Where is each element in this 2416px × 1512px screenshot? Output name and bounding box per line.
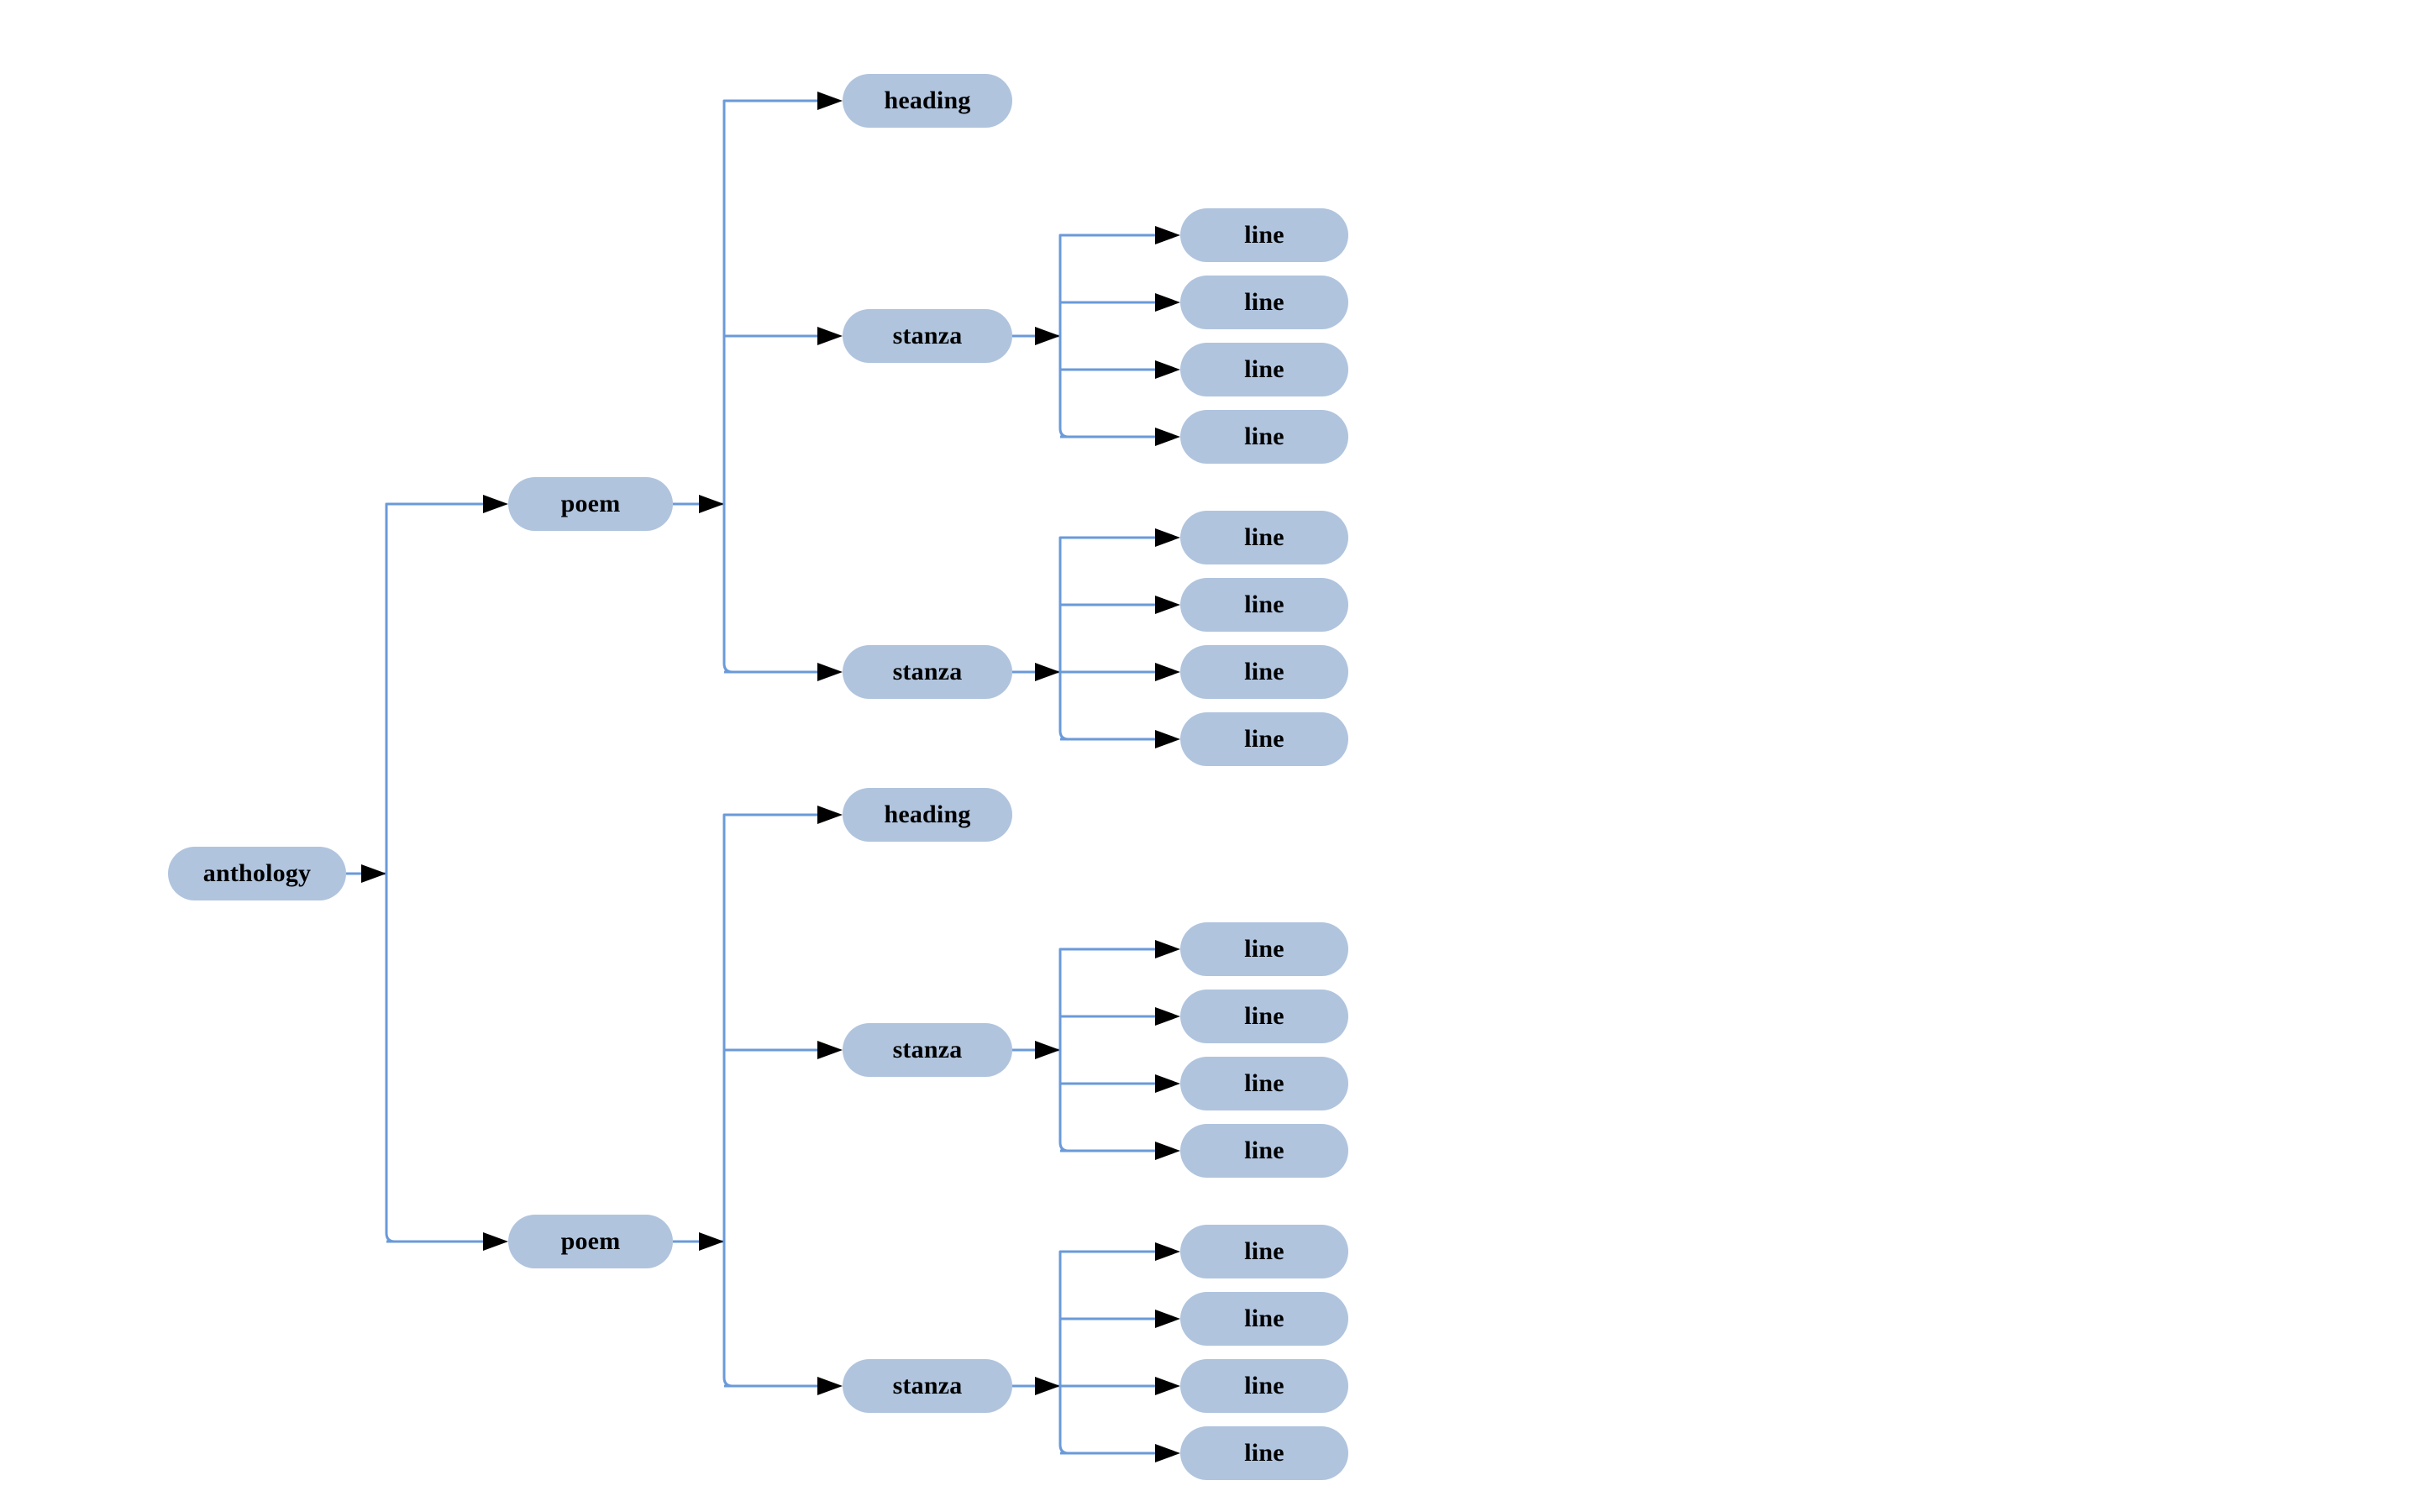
trunk-trunk-p2-stanza2 bbox=[1058, 1250, 1069, 1455]
node-p2-s1-l3[interactable]: line bbox=[1180, 1057, 1348, 1110]
node-label: poem bbox=[560, 490, 621, 517]
arrowhead-poem2-to-p2-stanza2 bbox=[817, 1377, 843, 1395]
node-p1-s1-l4[interactable]: line bbox=[1180, 410, 1348, 464]
node-label: poem bbox=[560, 1227, 621, 1255]
node-p2-s2-l1[interactable]: line bbox=[1180, 1225, 1348, 1278]
trunk-trunk-poem2 bbox=[722, 813, 733, 1388]
node-p1-s1-l1[interactable]: line bbox=[1180, 208, 1348, 262]
node-p2-s2-l2[interactable]: line bbox=[1180, 1292, 1348, 1346]
node-p2-s2-l4[interactable]: line bbox=[1180, 1426, 1348, 1480]
trunk-trunk-p1-stanza2 bbox=[1058, 536, 1069, 741]
arrowhead-p2-stanza2-to-p2-s2-l4 bbox=[1155, 1444, 1180, 1462]
node-label: stanza bbox=[892, 322, 963, 349]
node-label: line bbox=[1244, 591, 1284, 618]
node-poem1[interactable]: poem bbox=[508, 477, 673, 531]
node-label: line bbox=[1244, 1305, 1284, 1332]
node-p2-heading[interactable]: heading bbox=[843, 788, 1012, 842]
node-label: line bbox=[1244, 935, 1284, 963]
arrowhead-trunk-anthology bbox=[361, 864, 386, 883]
arrowhead-poem1-to-p1-heading bbox=[817, 92, 843, 110]
node-label: heading bbox=[884, 801, 971, 828]
node-p2-stanza2[interactable]: stanza bbox=[843, 1359, 1012, 1413]
arrowhead-trunk-p2-stanza2 bbox=[1035, 1377, 1060, 1395]
node-label: heading bbox=[884, 87, 971, 114]
node-label: stanza bbox=[892, 658, 963, 685]
arrowhead-p1-stanza2-to-p1-s2-l4 bbox=[1155, 730, 1180, 748]
node-label: stanza bbox=[892, 1036, 963, 1063]
arrowhead-trunk-p1-stanza2 bbox=[1035, 663, 1060, 681]
arrowhead-poem1-to-p1-stanza1 bbox=[817, 327, 843, 345]
arrowhead-p1-stanza1-to-p1-s1-l2 bbox=[1155, 293, 1180, 312]
node-p1-s1-l2[interactable]: line bbox=[1180, 276, 1348, 329]
node-poem2[interactable]: poem bbox=[508, 1215, 673, 1268]
node-p2-stanza1[interactable]: stanza bbox=[843, 1023, 1012, 1077]
trunk-trunk-anthology bbox=[385, 502, 396, 1243]
node-p1-s2-l1[interactable]: line bbox=[1180, 511, 1348, 564]
node-p1-s2-l3[interactable]: line bbox=[1180, 645, 1348, 699]
arrowhead-trunk-poem2 bbox=[699, 1232, 724, 1251]
node-label: line bbox=[1244, 1002, 1284, 1030]
node-label: stanza bbox=[892, 1372, 963, 1399]
node-label: line bbox=[1244, 1237, 1284, 1265]
trunk-trunk-poem1 bbox=[722, 99, 733, 674]
arrowhead-p1-stanza2-to-p1-s2-l1 bbox=[1155, 528, 1180, 547]
arrowhead-p2-stanza1-to-p2-s1-l3 bbox=[1155, 1074, 1180, 1093]
node-label: line bbox=[1244, 355, 1284, 383]
node-anthology[interactable]: anthology bbox=[168, 847, 346, 900]
arrowhead-trunk-p1-stanza1 bbox=[1035, 327, 1060, 345]
arrowhead-poem1-to-p1-stanza2 bbox=[817, 663, 843, 681]
arrowhead-anthology-to-poem2 bbox=[483, 1232, 508, 1251]
arrowhead-p1-stanza2-to-p1-s2-l2 bbox=[1155, 596, 1180, 614]
node-p2-s2-l3[interactable]: line bbox=[1180, 1359, 1348, 1413]
arrowhead-p1-stanza2-to-p1-s2-l3 bbox=[1155, 663, 1180, 681]
node-p1-stanza1[interactable]: stanza bbox=[843, 309, 1012, 363]
arrowhead-p1-stanza1-to-p1-s1-l1 bbox=[1155, 226, 1180, 244]
node-label: line bbox=[1244, 1439, 1284, 1467]
arrowhead-p2-stanza1-to-p2-s1-l2 bbox=[1155, 1007, 1180, 1026]
node-p1-s1-l3[interactable]: line bbox=[1180, 343, 1348, 396]
arrowhead-poem2-to-p2-stanza1 bbox=[817, 1041, 843, 1059]
node-label: line bbox=[1244, 523, 1284, 551]
arrowhead-p2-stanza2-to-p2-s2-l2 bbox=[1155, 1310, 1180, 1328]
node-label: line bbox=[1244, 725, 1284, 753]
node-p2-s1-l1[interactable]: line bbox=[1180, 922, 1348, 976]
node-label: line bbox=[1244, 288, 1284, 316]
arrowhead-p2-stanza1-to-p2-s1-l4 bbox=[1155, 1142, 1180, 1160]
arrowhead-p1-stanza1-to-p1-s1-l4 bbox=[1155, 428, 1180, 446]
arrowhead-p2-stanza1-to-p2-s1-l1 bbox=[1155, 940, 1180, 958]
node-label: line bbox=[1244, 423, 1284, 450]
node-p1-stanza2[interactable]: stanza bbox=[843, 645, 1012, 699]
arrowhead-trunk-poem1 bbox=[699, 495, 724, 513]
arrowhead-p2-stanza2-to-p2-s2-l1 bbox=[1155, 1242, 1180, 1261]
node-p1-heading[interactable]: heading bbox=[843, 74, 1012, 128]
trunk-trunk-p1-stanza1 bbox=[1058, 234, 1069, 438]
trunk-trunk-p2-stanza1 bbox=[1058, 948, 1069, 1152]
arrowhead-poem2-to-p2-heading bbox=[817, 806, 843, 824]
node-p2-s1-l2[interactable]: line bbox=[1180, 990, 1348, 1043]
node-label: line bbox=[1244, 221, 1284, 249]
arrowhead-anthology-to-poem1 bbox=[483, 495, 508, 513]
arrowhead-p2-stanza2-to-p2-s2-l3 bbox=[1155, 1377, 1180, 1395]
node-label: line bbox=[1244, 1372, 1284, 1399]
node-p1-s2-l4[interactable]: line bbox=[1180, 712, 1348, 766]
node-label: anthology bbox=[202, 859, 312, 887]
node-p2-s1-l4[interactable]: line bbox=[1180, 1124, 1348, 1178]
arrowhead-p1-stanza1-to-p1-s1-l3 bbox=[1155, 360, 1180, 379]
node-p1-s2-l2[interactable]: line bbox=[1180, 578, 1348, 632]
node-label: line bbox=[1244, 658, 1284, 685]
node-label: line bbox=[1244, 1069, 1284, 1097]
arrowhead-trunk-p2-stanza1 bbox=[1035, 1041, 1060, 1059]
node-label: line bbox=[1244, 1137, 1284, 1164]
